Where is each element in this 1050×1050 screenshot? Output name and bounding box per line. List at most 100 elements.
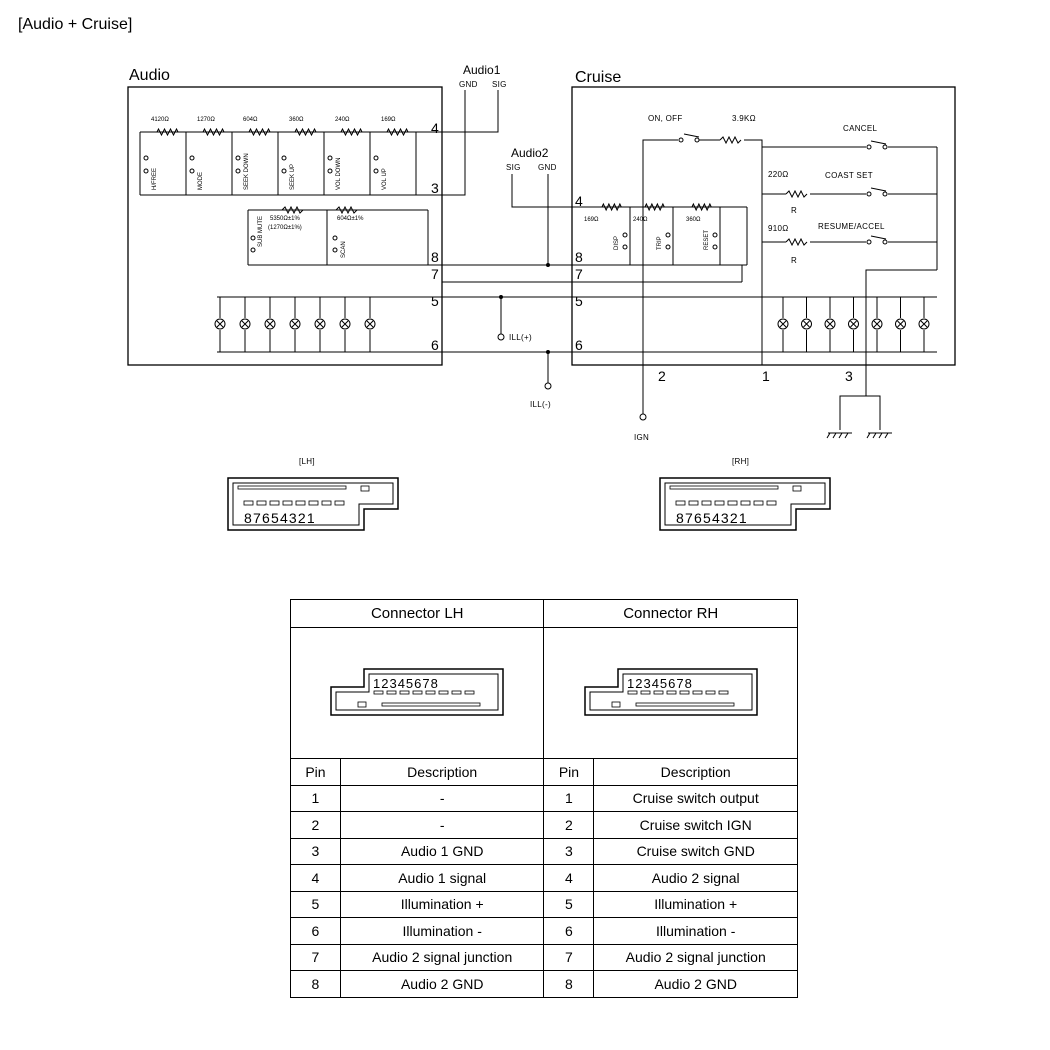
coast-resistor-value: 220Ω — [768, 170, 789, 179]
lh-pin: 7 — [290, 943, 341, 971]
audio-resistor-value: 1270Ω — [197, 117, 215, 123]
rh-description: Cruise switch IGN — [593, 811, 798, 839]
cruise-bottom-pin-2: 2 — [658, 368, 666, 384]
lh-description: - — [339, 784, 545, 812]
rh-connector-face-drawing: 12345678 — [583, 667, 758, 716]
lamp-icon — [239, 318, 251, 330]
lh-pin: 4 — [290, 864, 341, 892]
lh-pin: 5 — [290, 890, 341, 918]
rh-pin-numbers: 87654321 — [676, 510, 748, 526]
audio-title: Audio — [129, 67, 170, 84]
rh-pin: 3 — [543, 837, 595, 865]
audio-pin-7: 7 — [431, 266, 439, 282]
audio-switch-label: SEEK UP — [290, 164, 296, 190]
audio-resistor — [156, 127, 179, 137]
scan-resistor-value: 604Ω±1% — [337, 216, 364, 222]
lamp-icon — [214, 318, 226, 330]
coast-r-mark: R — [791, 206, 797, 215]
mute-resistor-value: 5350Ω±1% — [270, 216, 300, 222]
cruise-resistor-value: 169Ω — [584, 217, 599, 223]
cruise-pin-4: 4 — [575, 193, 583, 209]
cancel-label: CANCEL — [843, 124, 878, 133]
coast-label: COAST SET — [825, 171, 873, 180]
cruise-title: Cruise — [575, 69, 621, 86]
lamp-icon — [289, 318, 301, 330]
lamp-icon — [824, 318, 836, 330]
lh-face-pin-numbers: 12345678 — [373, 676, 439, 691]
rh-pin: 7 — [543, 943, 595, 971]
rh-description: Audio 2 GND — [593, 970, 798, 998]
audio-resistor-value: 4120Ω — [151, 117, 169, 123]
scan-switch-label: SCAN — [341, 241, 347, 258]
page-title: [Audio + Cruise] — [18, 16, 133, 33]
cruise-switch-label: RESET — [704, 230, 710, 250]
pin-table: Connector LH Connector RH 12345678 12345… — [289, 599, 798, 998]
audio-resistor — [294, 127, 317, 137]
lh-pin-numbers: 87654321 — [244, 510, 316, 526]
lh-description: Illumination - — [339, 917, 545, 945]
cruise-resistor — [601, 202, 622, 212]
cruise-resistor — [691, 202, 712, 212]
audio-resistor-value: 240Ω — [335, 117, 350, 123]
lamp-icon — [895, 318, 906, 330]
ill-minus-label: ILL(-) — [530, 400, 551, 409]
mute-resistor-alt-value: (1270Ω±1%) — [268, 225, 302, 231]
lamp-icon — [918, 318, 930, 330]
lh-col-description: Description — [339, 758, 545, 786]
rh-label: [RH] — [732, 457, 749, 466]
rh-pin: 6 — [543, 917, 595, 945]
ill-plus-label: ILL(+) — [509, 333, 532, 342]
lamp-icon — [339, 318, 351, 330]
ground-symbols — [826, 432, 892, 439]
audio-switch-label: MODE — [198, 172, 204, 190]
rh-pin: 5 — [543, 890, 595, 918]
lh-description: Illumination + — [339, 890, 545, 918]
cruise-switch-label: TRIP — [657, 236, 663, 250]
cruise-pin-6: 6 — [575, 337, 583, 353]
audio2-title: Audio2 — [511, 146, 549, 160]
cruise-bottom-pin-1: 1 — [762, 368, 770, 384]
audio-resistor-value: 169Ω — [381, 117, 396, 123]
rh-description: Illumination - — [593, 917, 798, 945]
audio-pin-4: 4 — [431, 120, 439, 136]
cruise-resistor-value: 240Ω — [633, 217, 648, 223]
rh-pin: 1 — [543, 784, 595, 812]
lamp-icon — [871, 318, 883, 330]
audio-switch-label: VOL DOWN — [336, 158, 342, 190]
resume-resistor-value: 910Ω — [768, 224, 789, 233]
audio-resistor — [386, 127, 409, 137]
cruise-resistor — [644, 202, 665, 212]
rh-pin: 2 — [543, 811, 595, 839]
ign-label: IGN — [634, 433, 649, 442]
lamp-icon — [801, 318, 812, 330]
audio-switch-label: VOL UP — [382, 168, 388, 190]
audio1-title: Audio1 — [463, 63, 501, 77]
lamp-icon — [264, 318, 276, 330]
audio-pin-5: 5 — [431, 293, 439, 309]
rh-header: Connector RH — [543, 599, 798, 628]
lh-pin: 8 — [290, 970, 341, 998]
audio-pin-6: 6 — [431, 337, 439, 353]
audio-switch-label: H/FREE — [152, 168, 158, 190]
resume-label: RESUME/ACCEL — [818, 222, 885, 231]
cruise-pin-5: 5 — [575, 293, 583, 309]
lh-description: Audio 1 signal — [339, 864, 545, 892]
lh-description: Audio 1 GND — [339, 837, 545, 865]
on-off-resistor-value: 3.9KΩ — [732, 114, 756, 123]
on-off-label: ON, OFF — [648, 114, 683, 123]
audio1-gnd: GND — [459, 80, 478, 89]
lh-pin: 3 — [290, 837, 341, 865]
lh-description: Audio 2 GND — [339, 970, 545, 998]
rh-connector-drawing: 87654321 — [659, 477, 831, 531]
audio-resistor-value: 360Ω — [289, 117, 304, 123]
lamp-icon — [777, 318, 789, 330]
lh-connector-face: 12345678 — [289, 627, 545, 759]
